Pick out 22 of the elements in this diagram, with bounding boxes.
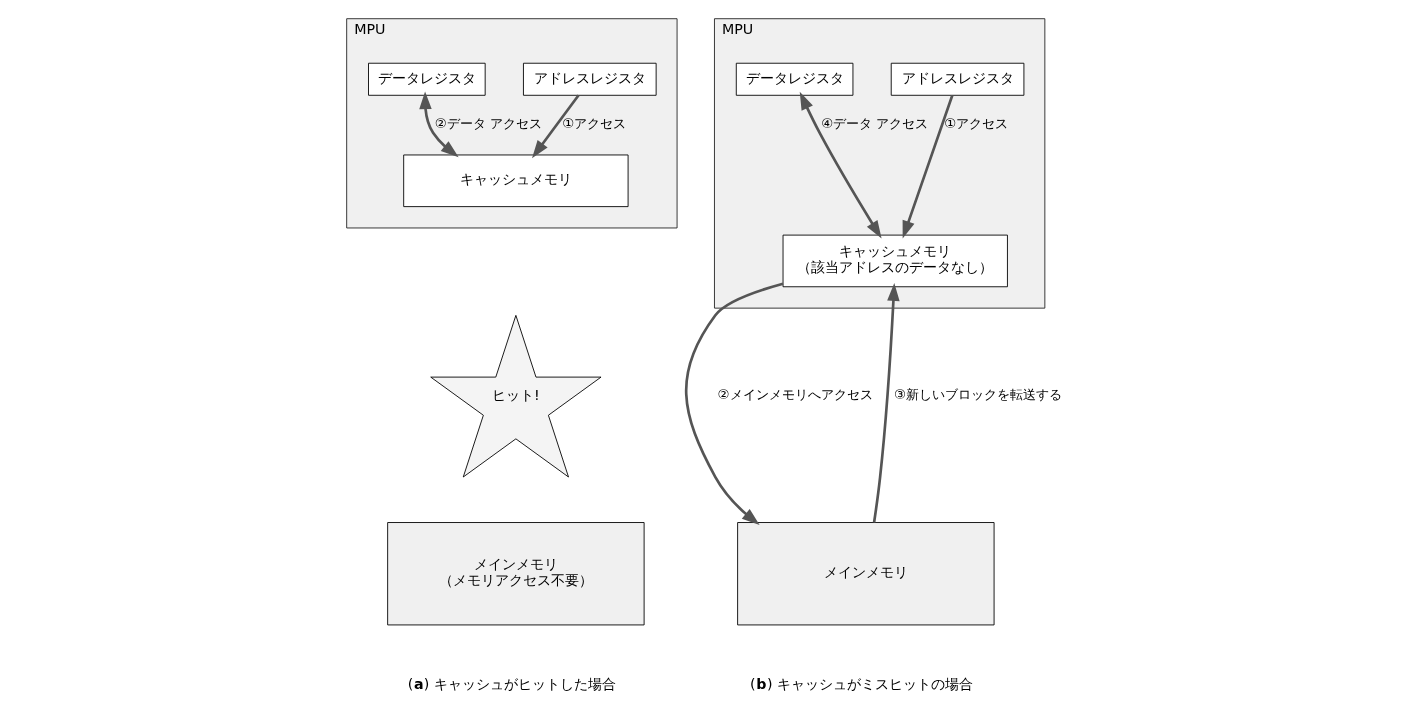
arrow [799, 91, 882, 239]
arrow [872, 283, 900, 523]
arrow [902, 95, 954, 239]
label: (a) キャッシュがヒットした場合 [407, 675, 616, 692]
node-box: アドレスレジスタ [523, 62, 657, 96]
label: (b) キャッシュがミスヒットの場合 [750, 675, 974, 692]
edge-label: ②データ アクセス [434, 116, 542, 132]
arrow [419, 91, 459, 158]
edge-label: ④データ アクセス [821, 116, 929, 132]
node-box: メインメモリ （メモリアクセス不要） [387, 522, 645, 626]
edge-label: ①アクセス [562, 116, 627, 132]
node-box: データレジスタ [735, 62, 854, 96]
node-box: キャッシュメモリ （該当アドレスのデータなし） [782, 234, 1008, 288]
edge-label: ③新しいブロックを転送する [894, 387, 1063, 403]
arrow [532, 94, 580, 159]
node-box: メインメモリ [737, 522, 995, 626]
node-box: キャッシュメモリ [403, 154, 629, 208]
arrow [684, 282, 784, 526]
node-box: アドレスレジスタ [890, 62, 1025, 96]
edge-label: ①アクセス [944, 116, 1009, 132]
node-box: データレジスタ [368, 62, 486, 96]
edge-label: ②メインメモリへアクセス [717, 387, 873, 403]
